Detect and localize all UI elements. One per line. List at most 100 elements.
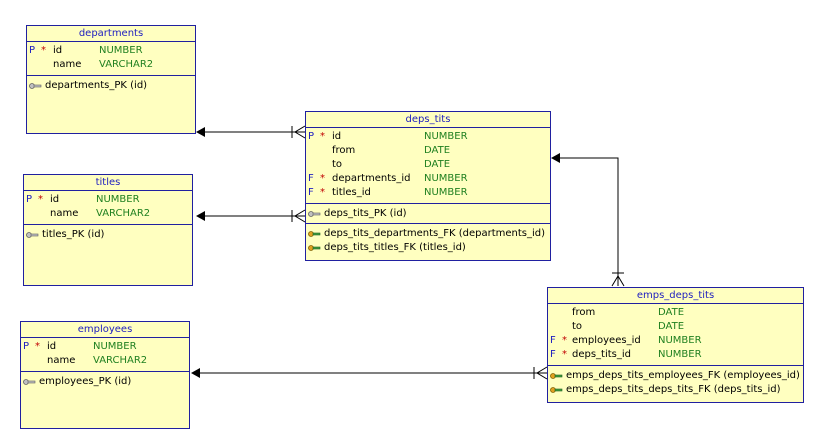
pk-row: employees_PK (id): [21, 375, 189, 389]
key-icon: [23, 379, 36, 385]
column-row: P * id NUMBER: [24, 193, 192, 207]
key-list: employees_PK (id): [21, 372, 189, 391]
table-departments[interactable]: departments P * id NUMBER name VARCHAR2 …: [26, 25, 196, 134]
pk-label: deps_tits_PK (id): [324, 208, 407, 219]
column-name: id: [53, 45, 63, 56]
pk-label: departments_PK (id): [45, 80, 148, 91]
pk-row: departments_PK (id): [27, 79, 195, 93]
column-type: NUMBER: [658, 349, 702, 360]
column-name: name: [53, 59, 82, 70]
required-mark: *: [320, 131, 325, 142]
column-list: P * id NUMBER name VARCHAR2: [24, 191, 192, 225]
foreign-key-icon: [308, 245, 321, 251]
column-list: P * id NUMBER name VARCHAR2: [27, 42, 195, 76]
pk-row: deps_tits_PK (id): [306, 207, 550, 221]
arrow-head: [191, 368, 200, 378]
key-flag: F: [550, 349, 556, 360]
required-mark: *: [320, 187, 325, 198]
column-name: to: [572, 321, 583, 332]
key-flag: F: [308, 187, 314, 198]
column-row: P * id NUMBER: [21, 340, 189, 354]
column-row: to DATE: [306, 158, 550, 172]
key-flag: F: [308, 173, 314, 184]
key-list: deps_tits_PK (id): [306, 204, 550, 223]
required-mark: *: [562, 349, 567, 360]
arrow-head: [551, 153, 560, 163]
column-type: NUMBER: [99, 45, 143, 56]
key-list: titles_PK (id): [24, 225, 192, 244]
column-list: P * id NUMBER from DATE to DATE F * depa…: [306, 128, 550, 204]
fk-list: deps_tits_departments_FK (departments_id…: [306, 223, 550, 257]
key-icon: [26, 232, 39, 238]
fk-row: deps_tits_departments_FK (departments_id…: [306, 227, 550, 241]
key-list: departments_PK (id): [27, 76, 195, 95]
arrow-head: [196, 127, 205, 137]
column-row: to DATE: [548, 320, 803, 334]
column-type: DATE: [424, 145, 451, 156]
column-row: F * deps_tits_id NUMBER: [548, 348, 803, 362]
key-icon: [308, 211, 321, 217]
foreign-key-icon: [550, 387, 563, 393]
column-type: NUMBER: [424, 187, 468, 198]
column-type: DATE: [658, 321, 685, 332]
column-row: from DATE: [548, 306, 803, 320]
rel-emps-deps-tits: [559, 157, 619, 286]
column-row: P * id NUMBER: [27, 44, 195, 58]
pk-row: titles_PK (id): [24, 228, 192, 242]
fk-list: emps_deps_tits_employees_FK (employees_i…: [548, 366, 803, 399]
column-name: id: [50, 194, 60, 205]
table-employees[interactable]: employees P * id NUMBER name VARCHAR2 em…: [20, 321, 190, 429]
table-title: deps_tits: [306, 112, 550, 128]
column-list: P * id NUMBER name VARCHAR2: [21, 338, 189, 372]
arrow-head: [196, 211, 205, 221]
column-type: NUMBER: [658, 335, 702, 346]
column-type: NUMBER: [96, 194, 140, 205]
column-name: departments_id: [332, 173, 411, 184]
table-deps-tits[interactable]: deps_tits P * id NUMBER from DATE to DAT…: [305, 111, 551, 261]
column-type: DATE: [658, 307, 685, 318]
column-list: from DATE to DATE F * employees_id NUMBE…: [548, 304, 803, 366]
foreign-key-icon: [308, 231, 321, 237]
column-name: name: [47, 355, 76, 366]
pk-label: employees_PK (id): [39, 376, 132, 387]
column-row: name VARCHAR2: [24, 207, 192, 221]
column-type: DATE: [424, 159, 451, 170]
fk-label: emps_deps_tits_employees_FK (employees_i…: [566, 370, 800, 381]
column-name: id: [47, 341, 57, 352]
column-type: VARCHAR2: [96, 208, 151, 219]
column-row: F * titles_id NUMBER: [306, 186, 550, 200]
column-row: F * departments_id NUMBER: [306, 172, 550, 186]
fk-label: deps_tits_departments_FK (departments_id…: [324, 228, 546, 239]
fk-label: deps_tits_titles_FK (titles_id): [324, 242, 466, 253]
key-flag: P: [29, 45, 36, 56]
required-mark: *: [320, 173, 325, 184]
column-type: VARCHAR2: [99, 59, 154, 70]
column-row: name VARCHAR2: [21, 354, 189, 368]
table-title: emps_deps_tits: [548, 288, 803, 304]
table-title: titles: [24, 175, 192, 191]
key-flag: F: [550, 335, 556, 346]
foreign-key-icon: [550, 373, 563, 379]
fk-row: emps_deps_tits_employees_FK (employees_i…: [548, 369, 803, 383]
column-row: F * employees_id NUMBER: [548, 334, 803, 348]
column-name: id: [332, 131, 342, 142]
key-flag: P: [308, 131, 315, 142]
key-flag: P: [23, 341, 30, 352]
required-mark: *: [35, 341, 40, 352]
column-row: P * id NUMBER: [306, 130, 550, 144]
column-type: VARCHAR2: [93, 355, 148, 366]
table-title: employees: [21, 322, 189, 338]
column-row: from DATE: [306, 144, 550, 158]
column-row: name VARCHAR2: [27, 58, 195, 72]
table-emps-deps-tits[interactable]: emps_deps_tits from DATE to DATE F * emp…: [547, 287, 804, 403]
column-name: deps_tits_id: [572, 349, 632, 360]
column-name: from: [572, 307, 596, 318]
fk-label: emps_deps_tits_deps_tits_FK (deps_tits_i…: [566, 384, 781, 395]
column-name: employees_id: [572, 335, 641, 346]
table-titles[interactable]: titles P * id NUMBER name VARCHAR2 title…: [23, 174, 193, 286]
key-icon: [29, 83, 42, 89]
pk-label: titles_PK (id): [42, 229, 105, 240]
fk-row: emps_deps_tits_deps_tits_FK (deps_tits_i…: [548, 383, 803, 397]
column-name: name: [50, 208, 79, 219]
column-type: NUMBER: [424, 131, 468, 142]
